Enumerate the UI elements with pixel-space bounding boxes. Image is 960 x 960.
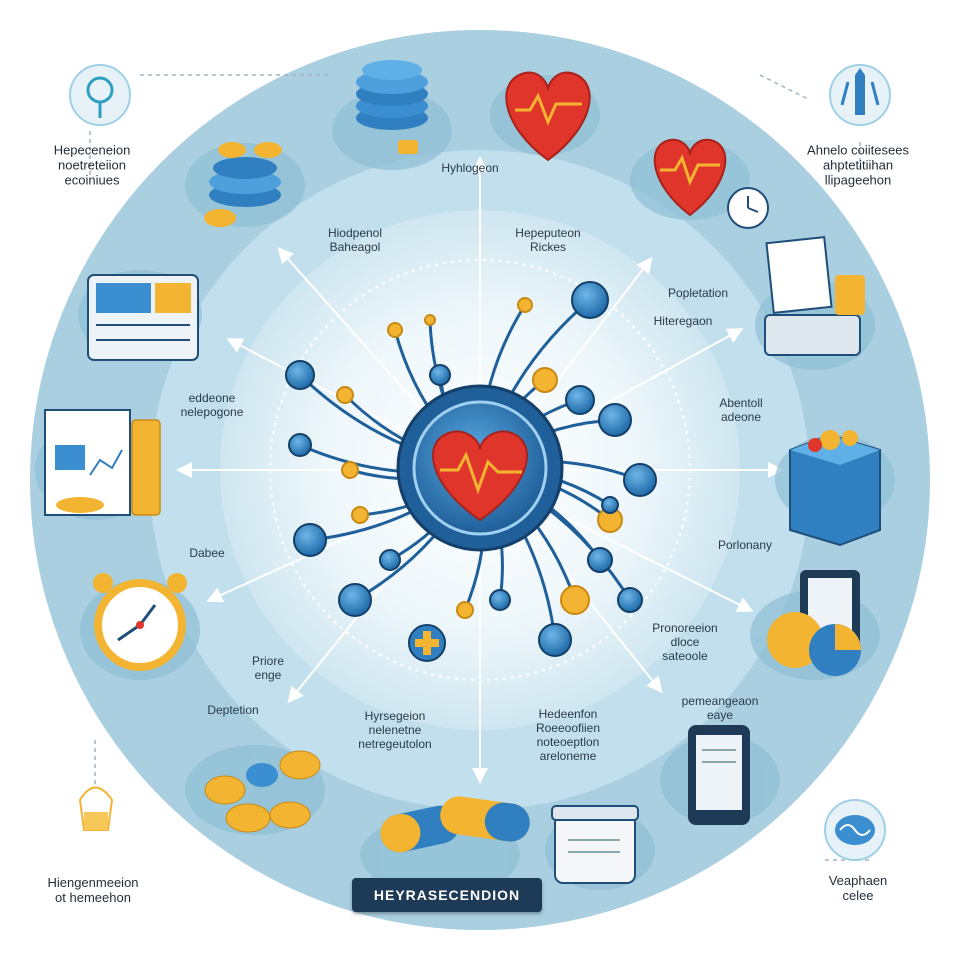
network-node (336, 386, 354, 404)
network-node (288, 433, 312, 457)
title-banner: HEYRASECENDION (352, 878, 542, 912)
network-node (560, 585, 590, 615)
medical-cabinet-icon (87, 274, 199, 361)
network-node (293, 523, 327, 557)
flask-icon (829, 64, 891, 126)
network-node (601, 496, 619, 514)
stethoscope-icon (69, 64, 131, 126)
alarm-clock-icon (93, 573, 187, 671)
network-node (285, 360, 315, 390)
network-node (351, 506, 369, 524)
tablet-device-icon (688, 725, 750, 825)
corner-connectors (89, 74, 870, 861)
network-node (424, 314, 436, 326)
radial-arrows (176, 156, 784, 784)
network-node (571, 281, 609, 319)
network-node (587, 547, 613, 573)
network-node (538, 623, 572, 657)
plus-badge-icon (408, 624, 446, 662)
network-node (598, 403, 632, 437)
heart-rate-icon (505, 71, 591, 162)
coins-icon (204, 750, 321, 833)
network-node (456, 601, 474, 619)
document-chart-icon (44, 409, 161, 516)
network-node (565, 385, 595, 415)
network-node (387, 322, 403, 338)
heart-icon (432, 430, 528, 522)
network-node (429, 364, 451, 386)
coin-stack-icon (204, 142, 282, 227)
network-node (617, 587, 643, 613)
label-left-lower: Deptetion (207, 703, 259, 717)
pie-chart-icon (767, 570, 861, 676)
label-right-upper-1: Popletation (667, 286, 729, 300)
label-right-lower: Porlonany (717, 538, 773, 552)
network-node (532, 367, 558, 393)
medicine-jar-icon (551, 805, 639, 884)
label-left-middle: Dabee (189, 546, 225, 560)
label-top-center: Hyhlogeon (441, 161, 499, 175)
parcel-box-icon (789, 430, 881, 547)
molecule-icon (78, 786, 114, 831)
pill-stack-icon (356, 60, 428, 154)
brain-icon (824, 799, 886, 861)
receipt-register-icon (764, 236, 865, 356)
network-node (338, 583, 372, 617)
capsule-icon (380, 796, 530, 853)
heart-clock-icon (653, 138, 769, 229)
network-node (623, 463, 657, 497)
network-node (341, 461, 359, 479)
label-right-upper-2: Hiteregaon (653, 314, 713, 328)
network-node (489, 589, 511, 611)
central-hub (396, 384, 564, 552)
network-node (379, 549, 401, 571)
network-node (517, 297, 533, 313)
